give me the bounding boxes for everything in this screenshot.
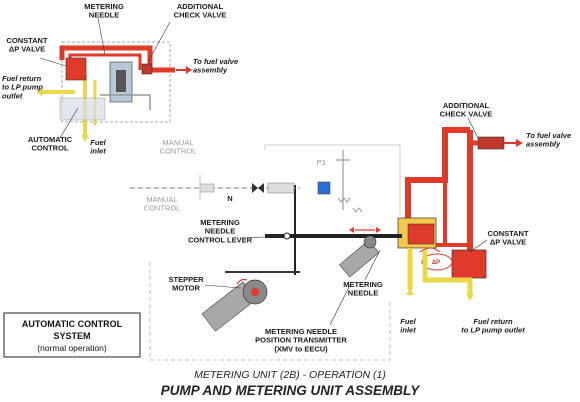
dp-label: ΔP xyxy=(432,260,440,266)
caption-title: PUMP AND METERING UNIT ASSEMBLY xyxy=(161,383,421,398)
inset-diagram xyxy=(36,17,192,142)
main-diagram xyxy=(130,117,523,361)
system-box-line3: (normal operation) xyxy=(37,343,107,353)
n-label: N xyxy=(227,194,232,203)
caption: METERING UNIT (2B) - OPERATION (1) PUMP … xyxy=(161,369,421,398)
caption-subtitle: METERING UNIT (2B) - OPERATION (1) xyxy=(194,369,386,381)
p3-label: P3 xyxy=(316,158,325,167)
system-box-line1: AUTOMATIC CONTROL xyxy=(22,319,123,329)
system-box-line2: SYSTEM xyxy=(53,331,90,341)
system-box: AUTOMATIC CONTROL SYSTEM (normal operati… xyxy=(3,312,141,358)
